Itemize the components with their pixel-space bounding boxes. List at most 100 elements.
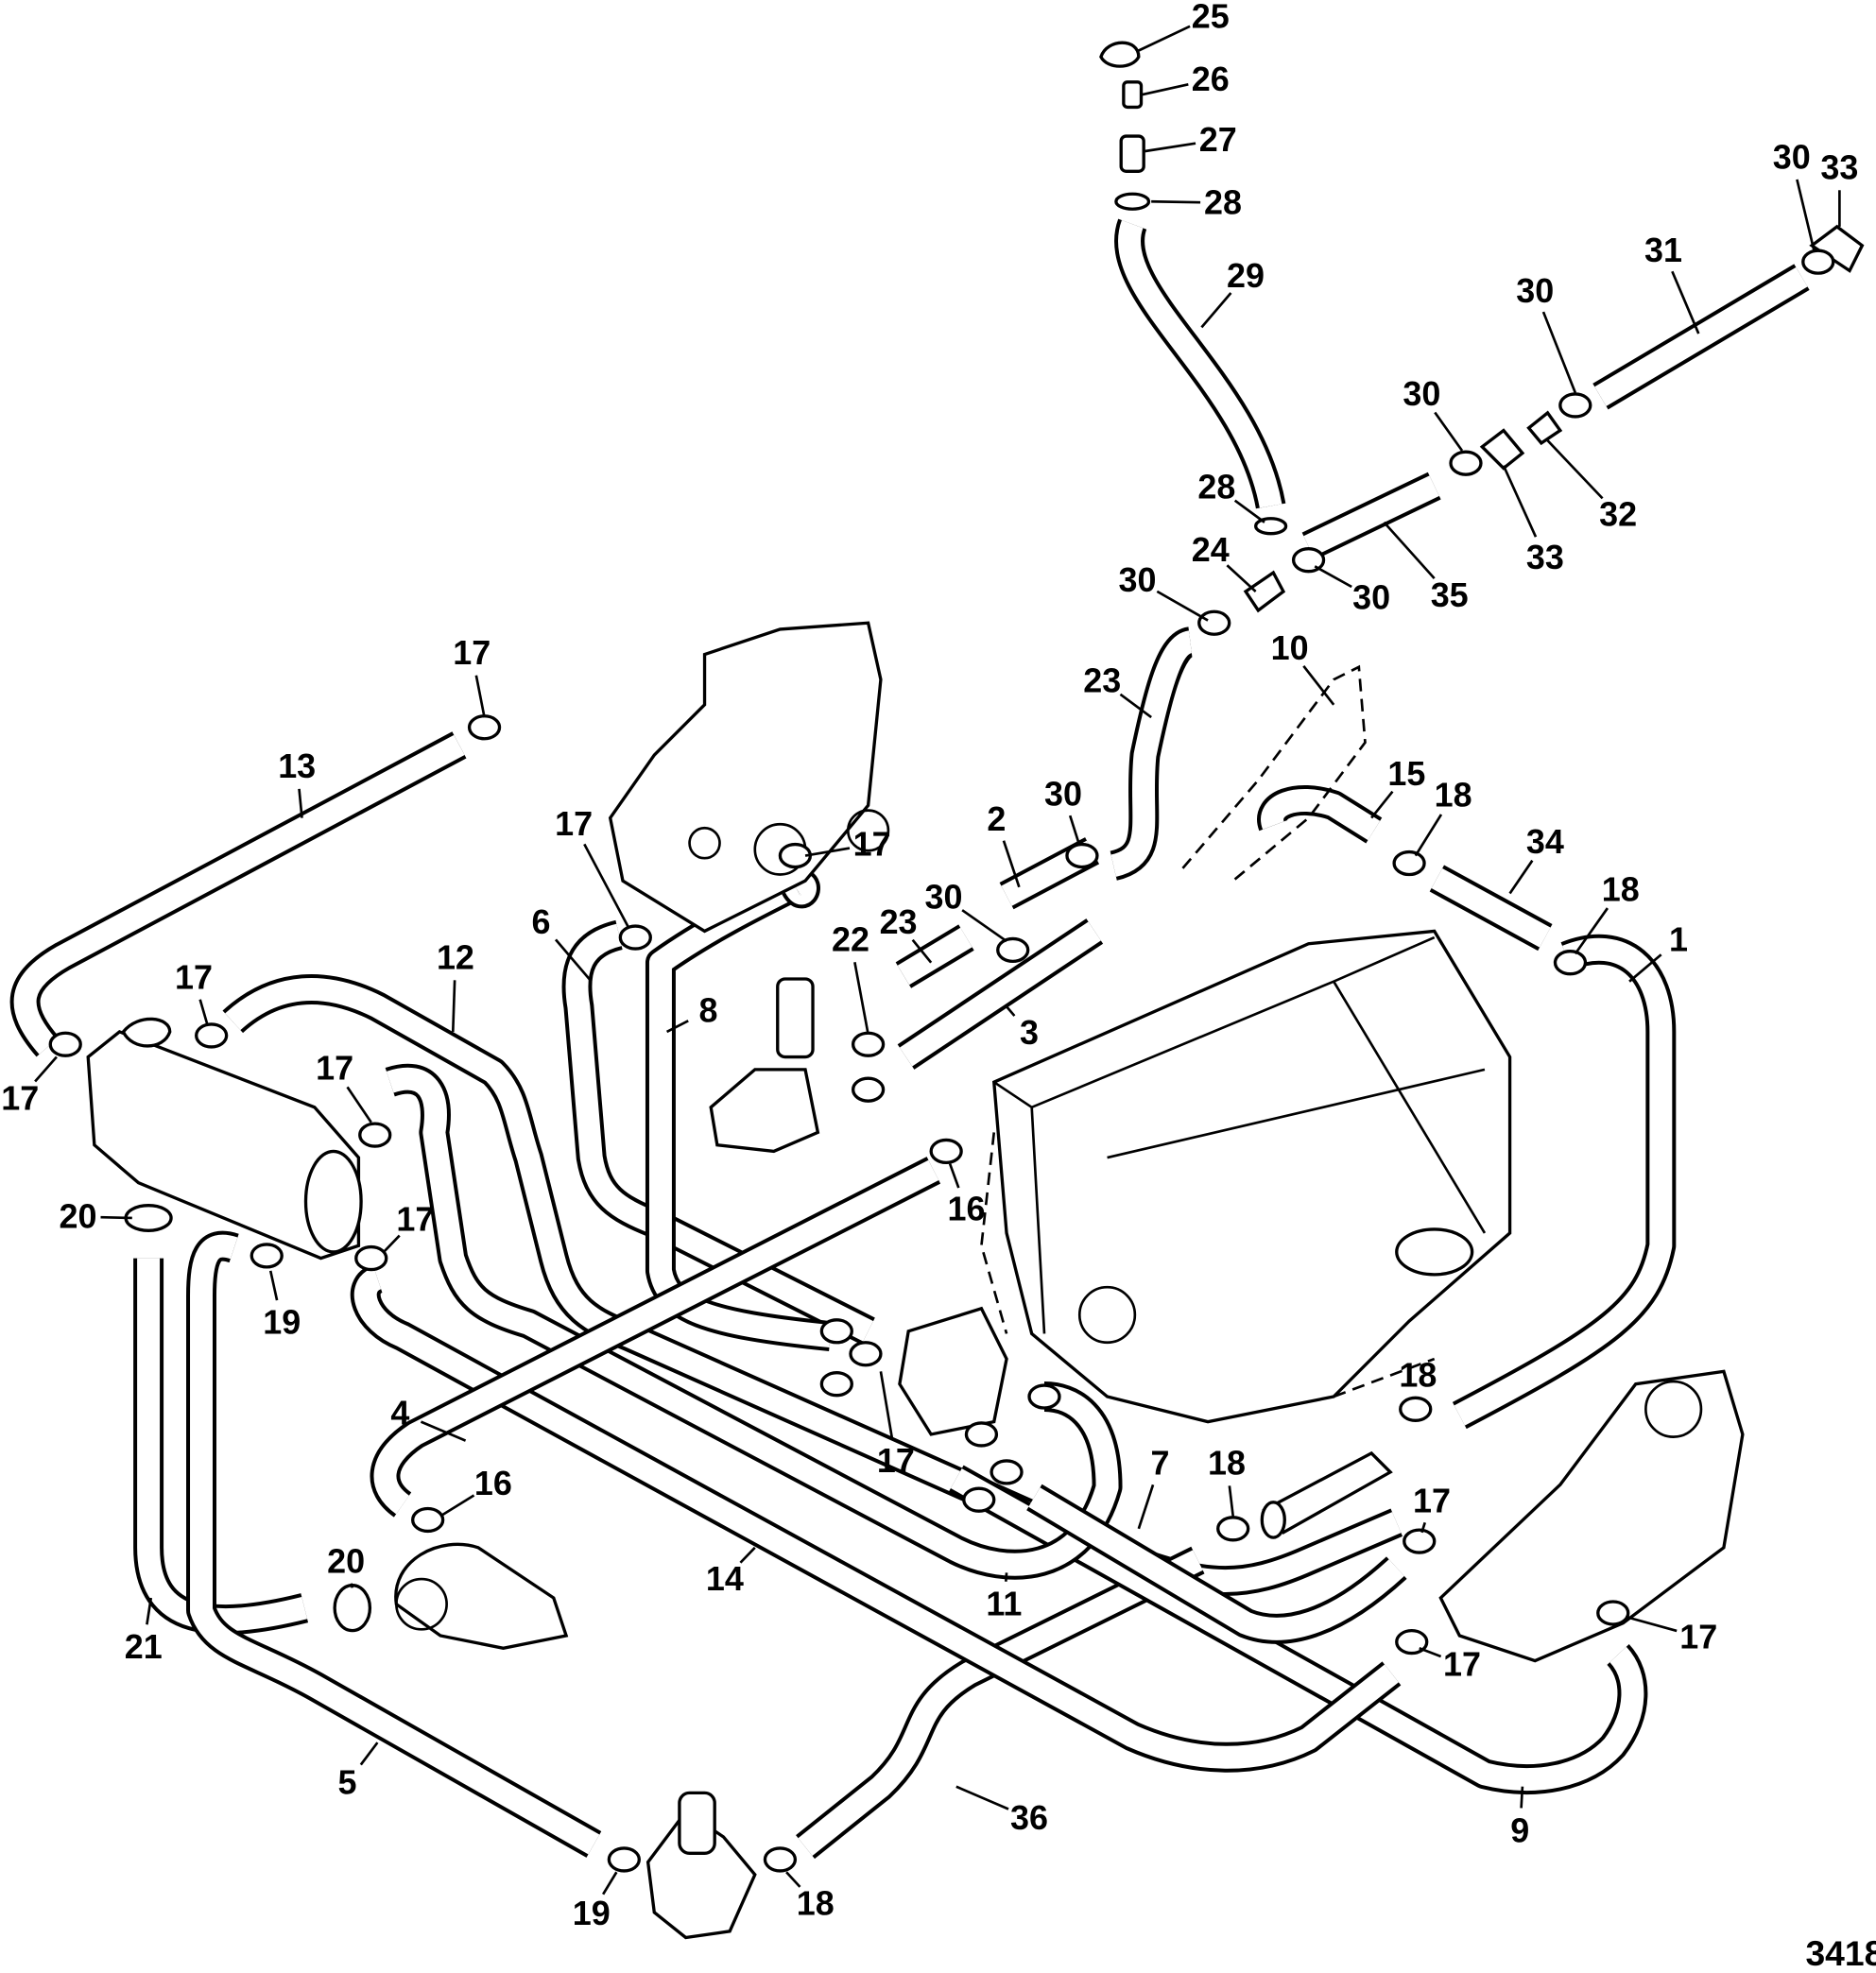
plug-26 [1122,80,1144,110]
callout-17: 17 [877,1441,915,1480]
callout-17: 17 [1,1078,39,1117]
thermostat-housing [709,1068,820,1154]
callout-30: 30 [1773,138,1811,177]
leader-line-17 [583,843,630,930]
leader-line-11 [1004,1572,1008,1582]
callout-33: 33 [1526,538,1564,576]
callout-16: 16 [474,1464,512,1502]
hose-9-inner [950,1468,1644,1791]
hose-31-inner [1594,266,1808,406]
leader-line-4 [420,1420,467,1442]
leader-line-17 [346,1086,372,1124]
callout-16: 16 [947,1190,985,1228]
callout-20: 20 [60,1197,97,1236]
callout-15: 15 [1387,754,1425,793]
parts [48,41,1865,1940]
callout-25: 25 [1192,0,1230,36]
callout-31: 31 [1644,231,1682,269]
hose-15-inner [1261,789,1381,841]
leader-line-30 [961,909,1007,943]
callout-33: 33 [1820,147,1858,186]
callout-6: 6 [531,902,550,941]
callout-23: 23 [1083,661,1121,699]
hose-36-inner [798,1550,1203,1856]
leader-line-18 [1574,907,1609,955]
leader-line-30 [1314,565,1352,589]
callout-20: 20 [327,1541,365,1580]
hose-3-inner [899,921,1101,1067]
leader-line-12 [451,980,456,1032]
engine-block [991,929,1512,1424]
fitting-24 [1243,570,1286,613]
leader-lines [34,25,1841,1896]
fitting-27 [1119,134,1145,173]
leader-line-1 [1628,953,1662,983]
callout-12: 12 [437,937,474,976]
hose-4-inner [373,1159,939,1515]
fitting-32 [1526,410,1563,446]
leader-line-28 [1233,499,1265,523]
leader-line-18 [1228,1485,1235,1517]
callout-8: 8 [699,990,718,1029]
hose-23-lower-inner [897,927,972,986]
leader-line-23 [1119,693,1152,719]
hose-14-inner [353,1267,1399,1769]
leader-line-21 [146,1597,153,1625]
leader-line-36 [955,1785,1009,1810]
hose-23-upper-inner [1110,630,1195,877]
hoses [9,218,1810,1860]
leader-line-16 [439,1494,475,1518]
callout-30: 30 [1044,774,1082,813]
seawater-pump [898,1306,1008,1436]
leader-line-19 [268,1270,279,1301]
callout-30: 30 [1403,374,1440,413]
callout-1: 1 [1669,920,1688,959]
callout-3: 3 [1020,1013,1039,1052]
heat-exchanger-cap [121,1017,172,1048]
leader-line-17 [804,847,851,857]
callout-17: 17 [1443,1645,1481,1684]
hose-7-inner [1028,1487,1404,1640]
callout-13: 13 [278,746,316,785]
callout-29: 29 [1227,256,1265,295]
leader-line-18 [785,1871,801,1888]
leader-line-20 [350,1583,354,1588]
leader-line-30 [1434,411,1464,452]
leader-line-27 [1145,142,1196,153]
callout-36: 36 [1010,1798,1048,1837]
leader-line-15 [1370,790,1394,819]
callout-28: 28 [1204,183,1242,222]
leader-line-33 [1502,465,1538,538]
washer-28 [1114,192,1151,211]
fitting-33 [1479,428,1525,471]
leader-line-16 [948,1163,960,1189]
leader-line-20 [100,1215,132,1220]
callout-11: 11 [986,1585,1022,1623]
hose-10-phantom [1181,664,1367,883]
leader-line-9 [1520,1786,1524,1809]
leader-line-17 [1419,1647,1442,1658]
hose-6-inner [565,923,874,1342]
hose-13-inner [13,734,465,1055]
callout-19: 19 [573,1894,611,1932]
cap-25 [1099,41,1141,68]
callout-28: 28 [1197,467,1235,506]
callout-22: 22 [832,920,869,959]
leader-line-2 [1002,840,1021,888]
leader-line-5 [359,1741,379,1766]
callout-4: 4 [390,1393,409,1432]
callout-18: 18 [1399,1355,1437,1394]
leader-line-28 [1151,199,1201,204]
leader-line-17 [198,999,209,1026]
leader-line-29 [1200,292,1232,329]
leader-line-30 [1796,179,1816,252]
exhaust-manifold-lower [1438,1369,1745,1663]
callout-21: 21 [125,1627,163,1666]
leader-line-10 [1302,664,1335,706]
callout-23: 23 [880,902,918,941]
hose-11-inner [386,1067,1119,1576]
leader-line-17 [879,1371,894,1439]
leader-line-17 [383,1234,401,1253]
